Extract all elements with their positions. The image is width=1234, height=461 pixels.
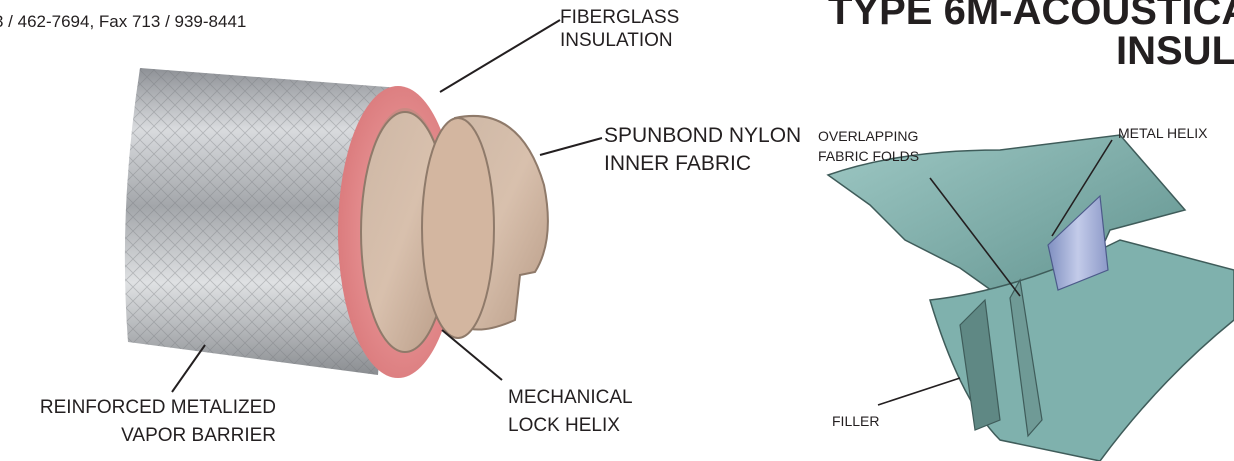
seam-detail-illustration	[828, 135, 1234, 461]
vapor-leader-line	[172, 345, 205, 392]
vapor-label-line2: VAPOR BARRIER	[10, 422, 276, 450]
fiberglass-label: FIBERGLASS INSULATION	[560, 6, 679, 52]
helix-label-line2: LOCK HELIX	[508, 412, 633, 440]
vapor-label: REINFORCED METALIZED VAPOR BARRIER	[10, 394, 276, 450]
fiberglass-label-line1: FIBERGLASS	[560, 6, 679, 29]
nylon-label: SPUNBOND NYLON INNER FABRIC	[604, 122, 801, 178]
folds-label-line2: FABRIC FOLDS	[818, 146, 919, 166]
folds-label-line1: OVERLAPPING	[818, 126, 919, 146]
title-line-2: INSULAT	[1116, 32, 1234, 70]
nylon-label-line2: INNER FABRIC	[604, 150, 801, 178]
fiberglass-leader-line	[440, 20, 560, 92]
filler-label: FILLER	[832, 412, 879, 430]
vapor-label-line1: REINFORCED METALIZED	[10, 394, 276, 422]
nylon-fabric-disc	[361, 112, 548, 352]
filler-leader-line	[878, 378, 960, 405]
nylon-label-line1: SPUNBOND NYLON	[604, 122, 801, 150]
helix-label-line1: MECHANICAL	[508, 384, 633, 412]
fiberglass-label-line2: INSULATION	[560, 29, 679, 52]
title-line-1: TYPE 6M-ACOUSTICA	[828, 0, 1234, 30]
contact-line: 3 / 462-7694, Fax 713 / 939-8441	[0, 12, 246, 32]
nylon-leader-line	[540, 138, 602, 155]
metal-helix-label: METAL HELIX	[1118, 124, 1207, 142]
helix-leader-line	[442, 330, 502, 380]
helix-label: MECHANICAL LOCK HELIX	[508, 384, 633, 440]
folds-label: OVERLAPPING FABRIC FOLDS	[818, 126, 919, 166]
